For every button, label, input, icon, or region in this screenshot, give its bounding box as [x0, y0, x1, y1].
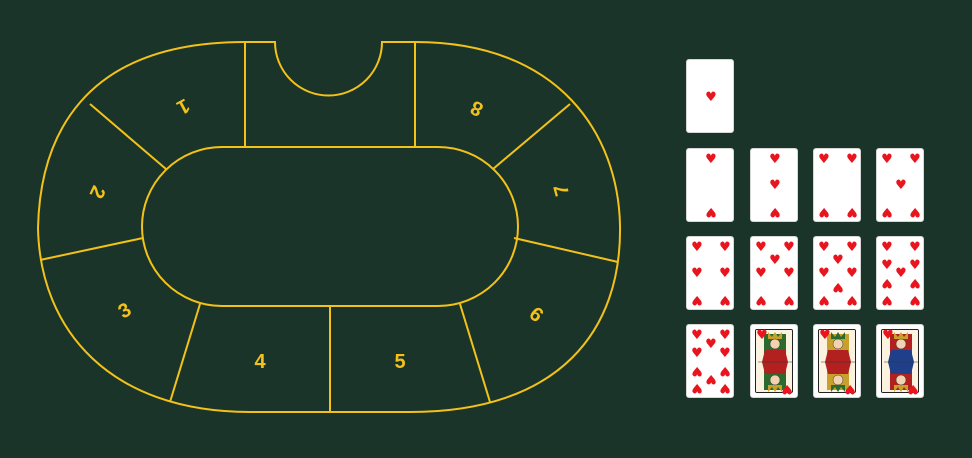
heart-pip-icon: ♥ — [832, 253, 844, 268]
heart-pip-icon: ♥ — [881, 275, 893, 290]
heart-pip-icon: ♥ — [818, 266, 830, 281]
jack-of-hearts-card[interactable]: ♥♥ — [750, 324, 798, 398]
seat-label-8[interactable]: 8 — [467, 96, 486, 121]
heart-pip-icon: ♥ — [756, 328, 768, 343]
heart-pip-icon: ♥ — [909, 258, 921, 273]
heart-pip-icon: ♥ — [691, 328, 703, 343]
seat-label-7[interactable]: 7 — [550, 182, 574, 198]
heart-pip-icon: ♥ — [691, 363, 703, 378]
heart-pip-icon: ♥ — [691, 346, 703, 361]
heart-pip-icon: ♥ — [909, 204, 921, 219]
queen-of-hearts-card[interactable]: ♥♥ — [813, 324, 861, 398]
king-of-hearts-face-art — [881, 329, 919, 393]
seat-label-3[interactable]: 3 — [115, 299, 136, 324]
heart-pip-icon: ♥ — [705, 152, 717, 167]
queen-of-hearts-face-art — [818, 329, 856, 393]
heart-pip-icon: ♥ — [719, 266, 731, 281]
heart-pip-icon: ♥ — [846, 204, 858, 219]
nine-of-hearts-card[interactable]: ♥♥♥♥♥♥♥♥♥ — [876, 236, 924, 310]
heart-pip-icon: ♥ — [769, 253, 781, 268]
heart-pip-icon: ♥ — [783, 240, 795, 255]
heart-pip-icon: ♥ — [881, 292, 893, 307]
heart-pip-icon: ♥ — [781, 381, 793, 396]
seat-label-2[interactable]: 2 — [85, 182, 110, 201]
heart-pip-icon: ♥ — [769, 178, 781, 193]
seven-of-hearts-card[interactable]: ♥♥♥♥♥♥♥ — [750, 236, 798, 310]
heart-pip-icon: ♥ — [719, 240, 731, 255]
heart-pip-icon: ♥ — [881, 258, 893, 273]
heart-pip-icon: ♥ — [819, 328, 831, 343]
heart-pip-icon: ♥ — [907, 381, 919, 396]
heart-pip-icon: ♥ — [691, 240, 703, 255]
heart-pip-icon: ♥ — [783, 292, 795, 307]
heart-pip-icon: ♥ — [818, 240, 830, 255]
heart-pip-icon: ♥ — [881, 240, 893, 255]
heart-pip-icon: ♥ — [846, 266, 858, 281]
ten-of-hearts-card[interactable]: ♥♥♥♥♥♥♥♥♥♥ — [686, 324, 734, 398]
jack-of-hearts-face-art — [755, 329, 793, 393]
heart-pip-icon: ♥ — [818, 292, 830, 307]
heart-pip-icon: ♥ — [755, 266, 767, 281]
heart-pip-icon: ♥ — [705, 90, 717, 105]
heart-pip-icon: ♥ — [755, 240, 767, 255]
heart-pip-icon: ♥ — [832, 279, 844, 294]
heart-pip-icon: ♥ — [818, 204, 830, 219]
heart-pip-icon: ♥ — [769, 204, 781, 219]
five-of-hearts-card[interactable]: ♥♥♥♥♥ — [876, 148, 924, 222]
four-of-hearts-card[interactable]: ♥ ♥ ♥ ♥ — [813, 148, 861, 222]
king-of-hearts-card[interactable]: ♥♥ — [876, 324, 924, 398]
heart-pip-icon: ♥ — [719, 380, 731, 395]
heart-pip-icon: ♥ — [909, 292, 921, 307]
seat-label-4[interactable]: 4 — [254, 351, 266, 373]
heart-pip-icon: ♥ — [909, 152, 921, 167]
table-outer-edge — [36, 41, 622, 413]
heart-pip-icon: ♥ — [846, 152, 858, 167]
heart-pip-icon: ♥ — [846, 240, 858, 255]
heart-pip-icon: ♥ — [846, 292, 858, 307]
heart-pip-icon: ♥ — [691, 292, 703, 307]
heart-pip-icon: ♥ — [719, 363, 731, 378]
heart-pip-icon: ♥ — [882, 328, 894, 343]
heart-pip-icon: ♥ — [909, 275, 921, 290]
three-of-hearts-card[interactable]: ♥ ♥ ♥ — [750, 148, 798, 222]
seat-label-6[interactable]: 6 — [525, 303, 548, 327]
heart-pip-icon: ♥ — [818, 152, 830, 167]
six-of-hearts-card[interactable]: ♥ ♥ ♥ ♥ ♥ ♥ — [686, 236, 734, 310]
ace-of-hearts-card[interactable]: ♥ — [686, 59, 734, 133]
heart-pip-icon: ♥ — [719, 292, 731, 307]
heart-pip-icon: ♥ — [755, 292, 767, 307]
heart-pip-icon: ♥ — [691, 380, 703, 395]
heart-pip-icon: ♥ — [881, 152, 893, 167]
two-of-hearts-card[interactable]: ♥♥ — [686, 148, 734, 222]
seat-label-5[interactable]: 5 — [394, 351, 405, 373]
heart-pip-icon: ♥ — [719, 346, 731, 361]
heart-pip-icon: ♥ — [783, 266, 795, 281]
heart-pip-icon: ♥ — [895, 266, 907, 281]
heart-pip-icon: ♥ — [719, 328, 731, 343]
heart-pip-icon: ♥ — [844, 381, 856, 396]
heart-pip-icon: ♥ — [705, 204, 717, 219]
seat-label-1[interactable]: 1 — [173, 94, 193, 119]
heart-pip-icon: ♥ — [705, 371, 717, 386]
eight-of-hearts-card[interactable]: ♥♥♥♥♥♥♥♥ — [813, 236, 861, 310]
heart-pip-icon: ♥ — [881, 204, 893, 219]
heart-pip-icon: ♥ — [769, 152, 781, 167]
blackjack-table: 1 2 3 4 5 6 7 8 — [36, 41, 622, 413]
heart-pip-icon: ♥ — [705, 337, 717, 352]
heart-pip-icon: ♥ — [895, 178, 907, 193]
heart-pip-icon: ♥ — [909, 240, 921, 255]
table-inner-track — [141, 146, 519, 307]
heart-pip-icon: ♥ — [691, 266, 703, 281]
